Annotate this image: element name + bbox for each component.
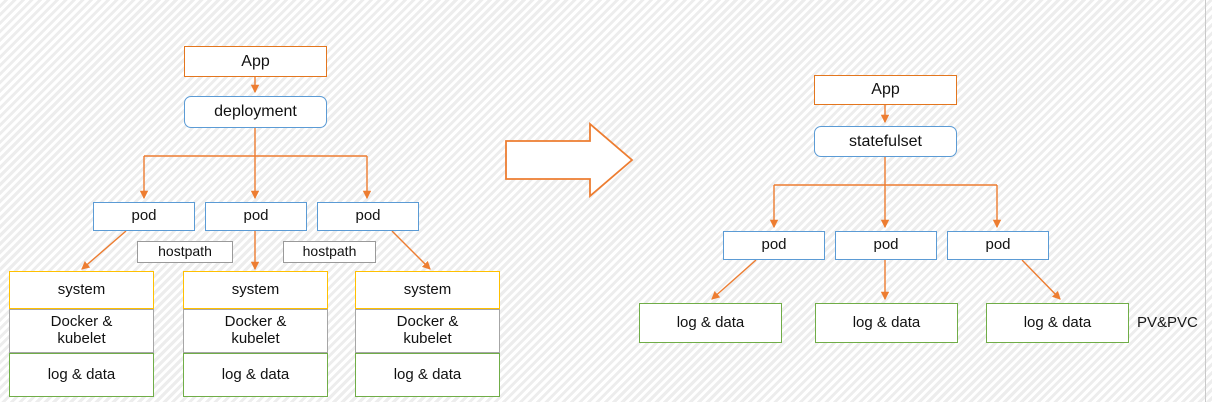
right-statefulset-node[interactable]: statefulset [814, 126, 957, 157]
left-system-node-3[interactable]: system [355, 271, 500, 309]
edge-label-hostpath-1: hostpath [137, 241, 233, 263]
right-pod-node-3[interactable]: pod [947, 231, 1049, 260]
left-pod-node-1[interactable]: pod [93, 202, 195, 231]
left-pod-node-3[interactable]: pod [317, 202, 419, 231]
right-arrow-icon [505, 122, 634, 198]
left-storage-node-2[interactable]: log & data [183, 353, 328, 397]
right-edge-divider [1205, 0, 1206, 402]
left-system-node-2[interactable]: system [183, 271, 328, 309]
connector-left-pod1-to-stack1 [81, 230, 127, 270]
right-pod-node-1[interactable]: pod [723, 231, 825, 260]
right-storage-node-3[interactable]: log & data [986, 303, 1129, 343]
left-deployment-node[interactable]: deployment [184, 96, 327, 128]
right-app-node[interactable]: App [814, 75, 957, 105]
pv-pvc-annotation: PV&PVC [1137, 314, 1198, 331]
left-runtime-node-2[interactable]: Docker & kubelet [183, 309, 328, 353]
connector-left-pod3-to-stack3 [391, 230, 431, 270]
connector-right-pod1-to-storage1 [711, 259, 757, 300]
left-runtime-node-3[interactable]: Docker & kubelet [355, 309, 500, 353]
left-system-node-1[interactable]: system [9, 271, 154, 309]
edge-label-hostpath-2: hostpath [283, 241, 376, 263]
left-runtime-node-1[interactable]: Docker & kubelet [9, 309, 154, 353]
right-pod-node-2[interactable]: pod [835, 231, 937, 260]
connector-right-pod3-to-storage3 [1021, 259, 1061, 300]
left-pod-node-2[interactable]: pod [205, 202, 307, 231]
left-app-node[interactable]: App [184, 46, 327, 77]
right-storage-node-2[interactable]: log & data [815, 303, 958, 343]
left-storage-node-1[interactable]: log & data [9, 353, 154, 397]
left-storage-node-3[interactable]: log & data [355, 353, 500, 397]
right-storage-node-1[interactable]: log & data [639, 303, 782, 343]
